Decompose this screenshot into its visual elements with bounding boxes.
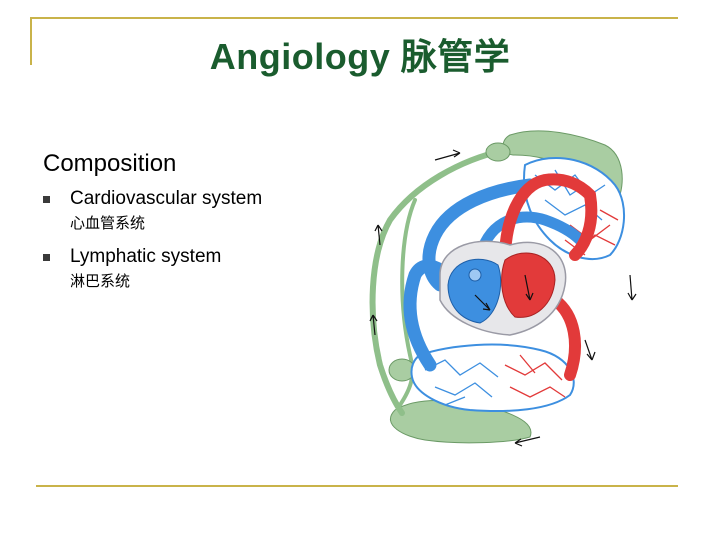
lower-capillary-mesh-blue — [424, 359, 499, 406]
lymph-duct-left — [369, 147, 508, 416]
frame-bottom-rule — [36, 485, 678, 487]
descending-artery — [549, 294, 581, 381]
heart-flow-arrow — [474, 294, 491, 311]
frame-top-rule — [30, 17, 678, 19]
flow-arrow-top — [434, 149, 461, 161]
slide-title: Angiology 脉管学 — [209, 36, 511, 77]
lymph-node-upper — [485, 142, 511, 162]
bullet-square-icon — [43, 254, 50, 261]
flow-arrow-left-2 — [369, 314, 378, 336]
bullet-square-icon — [43, 196, 50, 203]
heart-flow-arrow-2 — [524, 274, 534, 301]
bullet-english-label: Cardiovascular system — [70, 188, 263, 209]
heart-left-chambers — [501, 252, 556, 318]
section-heading: Composition — [43, 150, 177, 177]
bullet-chinese-label: 心血管系统 — [70, 215, 146, 232]
vein-inferior — [403, 259, 447, 372]
circulation-diagram — [369, 130, 637, 447]
pulmonary-artery — [474, 211, 586, 266]
lower-capillary-mesh-red — [504, 354, 566, 398]
aorta — [499, 173, 598, 266]
flow-arrow-left — [374, 224, 383, 246]
bullet-english-label: Lymphatic system — [70, 246, 222, 267]
upper-capillary-mesh-blue — [534, 169, 606, 231]
lymph-duct-inner — [398, 198, 417, 407]
bullet-chinese-label: 淋巴系统 — [70, 273, 131, 290]
flow-arrow-right-2 — [584, 339, 596, 361]
frame-left-rule — [30, 17, 32, 65]
lower-capillary-bed — [410, 343, 575, 413]
flow-arrow-bottom — [514, 436, 541, 447]
flow-arrow-right — [627, 274, 637, 301]
heart-valve-right — [468, 268, 482, 282]
